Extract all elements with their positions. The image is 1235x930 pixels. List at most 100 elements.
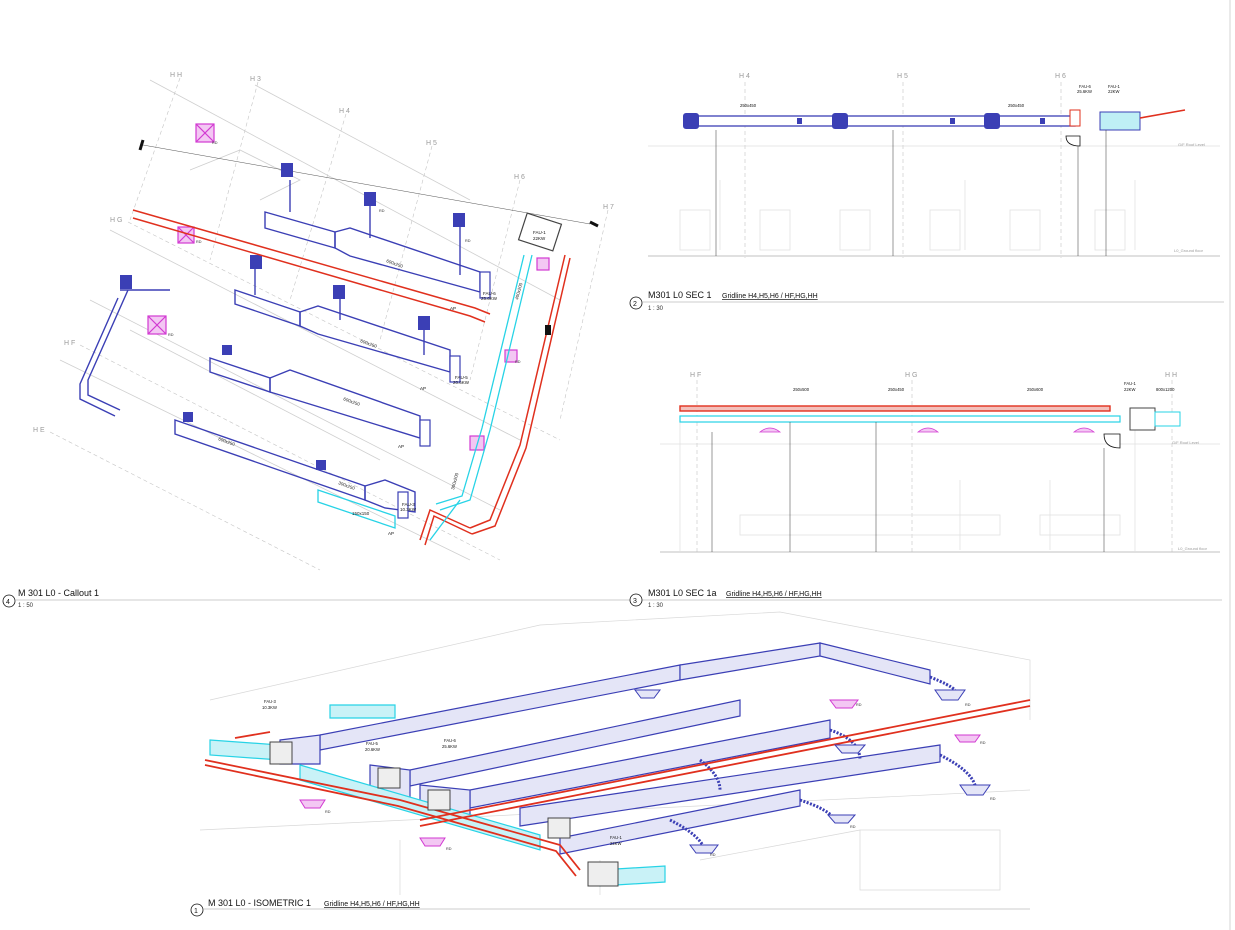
section1a-gridline-labels: H F H G H H bbox=[690, 372, 1177, 379]
section-marker bbox=[589, 220, 599, 228]
unit-name: FAU-5 bbox=[455, 375, 468, 380]
callout-rd-labels: RD RD RD RD RD RD bbox=[168, 141, 521, 364]
duct-size-label: 600x250 bbox=[343, 396, 361, 407]
isometric-diffusers bbox=[299, 699, 981, 847]
unit-name: FAU-5 bbox=[366, 741, 379, 746]
isometric-unit-labels: FAU-3 10.3KW FAU-5 20.6KW FAU-6 25.6KW F… bbox=[262, 699, 623, 846]
duct-size-label: 800x1200 bbox=[1156, 387, 1175, 392]
callout-structure bbox=[59, 79, 561, 561]
view-scale: 1 : 50 bbox=[18, 603, 34, 609]
unit-name: FAU-6 bbox=[444, 738, 457, 743]
gridline-label: H 5 bbox=[426, 140, 437, 147]
section-1-view: H 4 H 5 H 6 bbox=[629, 73, 1224, 312]
gridline-label: H E bbox=[33, 427, 45, 434]
duct-size-label: 300x200 bbox=[450, 472, 459, 490]
gridline-label: H 6 bbox=[1055, 73, 1066, 80]
ap-label: AP bbox=[398, 444, 404, 449]
unit-capacity: 22KW bbox=[610, 841, 621, 846]
rd-label: RD bbox=[980, 741, 986, 745]
callout-ap-labels: AP AP AP AP bbox=[388, 306, 456, 536]
section1-level-labels: G/F Roof Level L0_Ground floor bbox=[1174, 142, 1205, 253]
gridline-label: H H bbox=[170, 72, 182, 79]
unit-capacity: 25.6KW bbox=[1077, 89, 1092, 94]
duct-size-label: 400x200 bbox=[514, 282, 523, 300]
rd-label: RD bbox=[379, 209, 385, 213]
section1-gridlines bbox=[744, 82, 1062, 258]
section1-fau-6-connector bbox=[1069, 109, 1081, 127]
section1-background-fixtures bbox=[679, 180, 1136, 251]
level-label: G/F Roof Level bbox=[1178, 142, 1205, 147]
callout-refrigerant-lines bbox=[132, 209, 571, 546]
section-1a-view: H F H G H H FAU- bbox=[629, 372, 1220, 609]
unit-name: FAU-1 bbox=[1124, 381, 1137, 386]
unit-capacity: 10.3KW bbox=[262, 705, 277, 710]
gridline-label: H 4 bbox=[339, 108, 350, 115]
duct-size-label: 250x450 bbox=[1008, 103, 1025, 108]
gridline-link[interactable]: Gridline H4,H5,H6 / HF,HG,HH bbox=[722, 293, 818, 300]
ap-label: AP bbox=[450, 306, 456, 311]
access-panel-icon bbox=[1103, 433, 1121, 449]
section1-labels: FAU-6 25.6KW FAU-1 22KW 250x450 250x450 bbox=[740, 84, 1121, 108]
section1-dimension-lines bbox=[715, 130, 1107, 256]
gridline-link[interactable]: Gridline H4,H5,H6 / HF,HG,HH bbox=[726, 591, 822, 598]
rd-label: RD bbox=[856, 703, 862, 707]
gridline-label: H F bbox=[690, 372, 701, 379]
callout-gridlines bbox=[49, 77, 609, 571]
section1a-background-fixtures bbox=[679, 420, 1136, 552]
section-marker bbox=[138, 139, 145, 151]
view-number-circle bbox=[629, 593, 643, 607]
gridline-link[interactable]: Gridline H4,H5,H6 / HF,HG,HH bbox=[324, 901, 420, 908]
view-number-circle bbox=[629, 296, 643, 310]
view-scale: 1 : 30 bbox=[648, 603, 664, 609]
view-scale: 1 : 30 bbox=[648, 306, 664, 312]
level-label: L0_Ground floor bbox=[1174, 248, 1204, 253]
section1a-fau-1-unit bbox=[1129, 407, 1156, 431]
rd-label: RD bbox=[212, 141, 218, 145]
duct-size-label: 300x250 bbox=[338, 480, 356, 491]
ap-label: AP bbox=[420, 386, 426, 391]
section1a-outdoor-intake bbox=[1154, 411, 1181, 427]
callout-duct-size-labels: 600x250 600x250 600x250 600x250 300x250 … bbox=[218, 258, 524, 516]
callout-gridline-labels: H H H 3 H 4 H 5 H 6 H 7 H G H F H E bbox=[33, 72, 614, 434]
gridline-label: H 7 bbox=[603, 204, 614, 211]
rd-label: RD bbox=[196, 240, 202, 244]
rd-label: RD bbox=[990, 797, 996, 801]
section1a-dimension-lines bbox=[711, 422, 1105, 552]
view-title: M 301 L0 - ISOMETRIC 1 bbox=[208, 898, 311, 908]
section1a-diffusers bbox=[758, 427, 1096, 433]
view-title: M301 L0 SEC 1a bbox=[648, 588, 717, 598]
rd-label: RD bbox=[850, 825, 856, 829]
unit-capacity: 20.6KW bbox=[453, 380, 470, 385]
duct-size-label: 250x600 bbox=[1027, 387, 1044, 392]
callout-fan-units bbox=[397, 271, 491, 519]
isometric-view: FAU-3 10.3KW FAU-5 20.6KW FAU-6 25.6KW F… bbox=[190, 611, 1031, 917]
unit-name: FAU-6 bbox=[483, 291, 496, 296]
level-label: L0_Ground floor bbox=[1178, 546, 1208, 551]
callout-fresh-air-ducts bbox=[317, 254, 533, 541]
unit-capacity: 22KW bbox=[1108, 89, 1119, 94]
rd-label: RD bbox=[965, 703, 971, 707]
callout-diffusers bbox=[120, 163, 465, 470]
duct-size-label: 150x150 bbox=[352, 511, 370, 516]
unit-name: FAU-1 bbox=[533, 230, 546, 235]
rd-label: RD bbox=[325, 810, 331, 814]
gridline-label: H 4 bbox=[739, 73, 750, 80]
rd-label: RD bbox=[465, 239, 471, 243]
section1a-labels: FAU-1 22KW 250x500 250x450 250x600 800x1… bbox=[793, 381, 1175, 392]
ap-label: AP bbox=[388, 531, 394, 536]
duct-size-label: 600x250 bbox=[218, 436, 236, 447]
isometric-refrigerant-lines bbox=[204, 699, 1031, 877]
unit-name: FAU-1 bbox=[610, 835, 623, 840]
callout-return-grilles bbox=[147, 123, 550, 451]
view-number: 2 bbox=[633, 301, 637, 308]
view-number: 1 bbox=[194, 908, 198, 915]
unit-name: FAU-1 bbox=[1108, 84, 1121, 89]
section1a-refrigerant-line bbox=[679, 405, 1111, 412]
section1-fau-1-unit bbox=[1099, 111, 1141, 131]
section1a-level-labels: G/F Roof Level L0_Ground floor bbox=[1172, 440, 1208, 551]
view-number: 3 bbox=[633, 598, 637, 605]
view-title: M 301 L0 - Callout 1 bbox=[18, 588, 99, 598]
isometric-rd-labels: RD RD RD RD RD RD RD RD bbox=[325, 703, 996, 857]
control-panel bbox=[545, 325, 551, 335]
